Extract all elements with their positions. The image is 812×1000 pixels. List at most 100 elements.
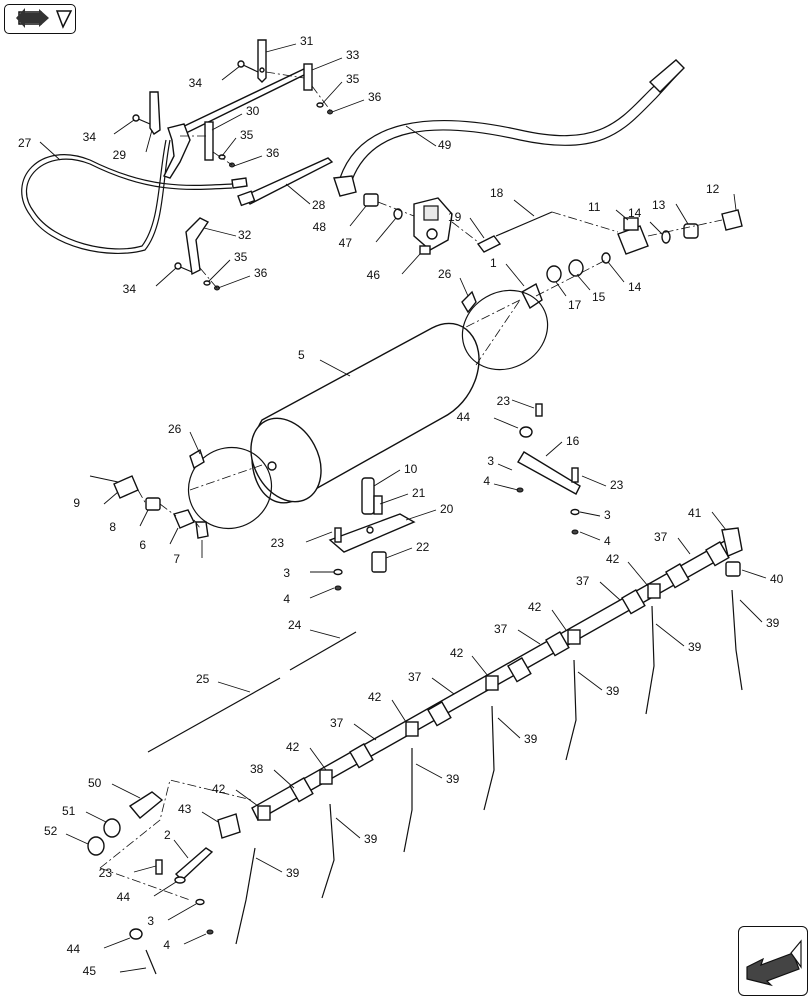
callout-c36c: 36 (254, 266, 268, 280)
callout-c20: 20 (440, 502, 454, 516)
callout-c4b: 4 (604, 534, 611, 548)
callout-c39b: 39 (688, 640, 702, 654)
callout-leader-c22 (385, 547, 413, 559)
callout-leader-c34b (113, 119, 135, 135)
callout-c39g: 39 (286, 866, 300, 880)
callout-c4d: 4 (163, 938, 170, 952)
callout-c12: 12 (706, 182, 720, 196)
callout-c34b: 34 (83, 130, 97, 144)
tee-11 (617, 217, 649, 255)
callout-leader-c13 (675, 203, 689, 225)
callout-leader-c18 (513, 199, 535, 217)
callout-leader-c42f (235, 789, 259, 807)
callout-leader-c39f (335, 817, 361, 839)
callout-leader-c16 (545, 441, 563, 457)
callout-leader-c26b (189, 431, 201, 455)
callout-leader-c30 (211, 113, 243, 131)
callout-leader-c44b (153, 881, 177, 897)
callout-leader-c39e (415, 763, 443, 779)
callout-leader-c4a (493, 483, 519, 491)
catalog-nav-button[interactable] (4, 4, 76, 34)
cable-tie-28 (237, 157, 334, 207)
callout-leader-c39c (577, 671, 603, 691)
callout-c44b: 44 (117, 890, 131, 904)
callout-leader-c39b (655, 623, 685, 647)
drop-tubes-39 (235, 589, 743, 945)
callout-leader-c52 (65, 833, 89, 845)
callout-c29: 29 (113, 148, 127, 162)
callout-leader-c28 (285, 183, 311, 205)
callout-c3c: 3 (283, 566, 290, 580)
callout-leader-c42a (627, 561, 649, 587)
callout-c26b: 26 (168, 422, 182, 436)
callout-leader-c47 (375, 217, 397, 243)
previous-page-arrow-icon (746, 939, 802, 987)
callout-leader-c35a (321, 81, 343, 105)
callout-c21: 21 (412, 486, 426, 500)
callout-c23a: 23 (497, 394, 511, 408)
callout-leader-c5 (319, 359, 351, 377)
bracket-arm-30 (163, 67, 312, 179)
bracket-31 (257, 39, 267, 83)
callout-c5: 5 (298, 348, 305, 362)
callout-leader-c48 (349, 205, 367, 227)
callout-leader-c4c (309, 587, 335, 599)
bolt-21 (373, 495, 383, 515)
previous-page-button[interactable] (738, 926, 808, 996)
callout-c13: 13 (652, 198, 666, 212)
callout-c37c: 37 (494, 622, 508, 636)
callout-leader-c35c (207, 259, 231, 283)
bolt-23d-washer-44b-3d-4d (155, 859, 214, 935)
callout-c50: 50 (88, 776, 102, 790)
callout-c1: 1 (490, 256, 497, 270)
callout-c25: 25 (196, 672, 210, 686)
callout-c39f: 39 (364, 832, 378, 846)
callout-c31: 31 (300, 34, 314, 48)
callout-c11: 11 (588, 200, 601, 214)
callout-c37e: 37 (330, 716, 344, 730)
callout-c42c: 42 (450, 646, 464, 660)
callout-c28: 28 (312, 198, 326, 212)
callout-leader-c4d (183, 933, 207, 945)
bracket-29 (149, 91, 161, 135)
bolts-34 (132, 60, 259, 273)
callout-c37a: 37 (654, 530, 668, 544)
callout-c41: 41 (688, 506, 702, 520)
bolt-23b-washer-3b-nut-4b (333, 527, 343, 591)
callout-leader-c15 (577, 275, 591, 291)
callout-leader-c51 (85, 811, 107, 823)
callout-leader-c23a (511, 399, 535, 409)
callout-c36a: 36 (368, 90, 382, 104)
hose-27 (21, 139, 248, 254)
washer-3a-nut-4a (516, 467, 580, 535)
callout-leader-c11 (615, 209, 629, 221)
callout-c42a: 42 (606, 552, 620, 566)
callout-c44c: 44 (67, 942, 81, 956)
tees-42 (257, 583, 661, 821)
nut-17-15-14b (546, 252, 611, 283)
clip-44c-bolt-45 (129, 928, 157, 975)
callout-leader-c10 (373, 469, 401, 487)
callout-leader-c42d (391, 699, 407, 723)
callout-c42d: 42 (368, 690, 382, 704)
callout-leader-c35b (221, 137, 237, 157)
callout-leader-c46 (401, 253, 421, 275)
callout-leader-c38 (273, 769, 295, 789)
callout-c48: 48 (313, 220, 327, 234)
callout-leader-c29 (145, 129, 153, 153)
callout-c42b: 42 (528, 600, 542, 614)
callout-leader-c25 (217, 681, 251, 693)
callout-leader-c32 (203, 227, 237, 237)
elbow-41 (721, 527, 743, 557)
callout-leader-c17 (555, 281, 567, 297)
callout-leader-c39a (739, 599, 763, 623)
callout-leader-c12 (733, 193, 737, 211)
sensor-19 (476, 235, 502, 253)
callout-leader-c42e (309, 747, 327, 771)
callout-c9: 9 (73, 496, 80, 510)
callout-c44a: 44 (457, 410, 471, 424)
drain-valve-9 (89, 475, 139, 499)
callout-c23b: 23 (610, 478, 624, 492)
callout-leader-c37d (431, 677, 455, 695)
